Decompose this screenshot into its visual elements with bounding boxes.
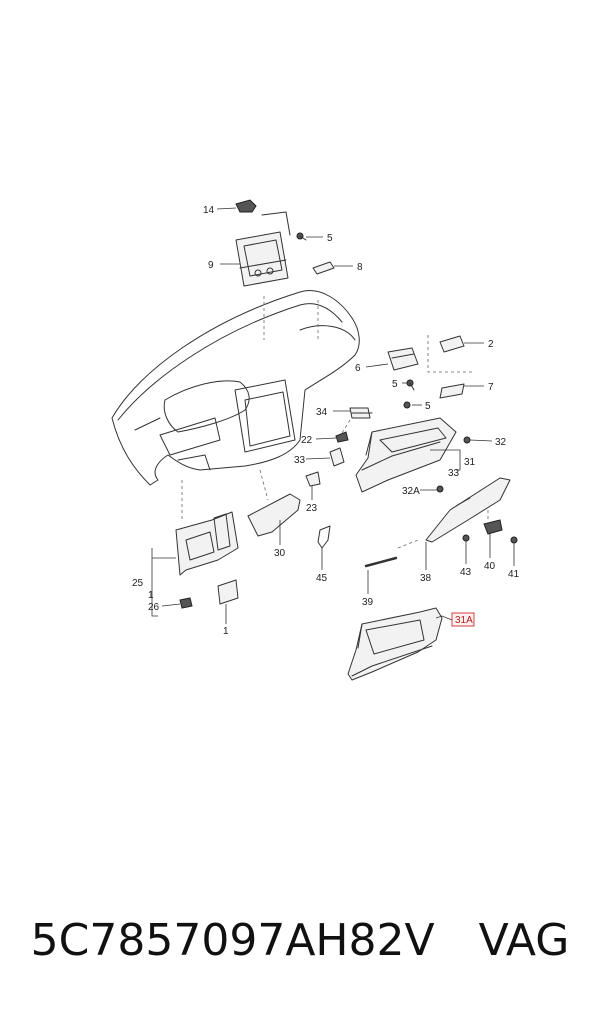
callout-14: 14	[203, 205, 215, 216]
callout-5: 5	[327, 233, 333, 244]
callout-5: 5	[392, 379, 398, 390]
screw-parts	[296, 232, 415, 409]
callout-33: 33	[448, 468, 460, 479]
glovebox-housing	[355, 417, 457, 493]
callout-25: 25	[132, 578, 144, 589]
part-30-trim	[247, 493, 301, 537]
part-32	[463, 436, 471, 444]
callout-34: 34	[316, 407, 328, 418]
callout-31: 31	[464, 457, 476, 468]
part-31a-glovebox	[347, 607, 443, 681]
part-43-screw	[462, 534, 470, 542]
part-2-cover	[439, 335, 465, 353]
callout-39: 39	[362, 597, 374, 608]
callout-9: 9	[208, 260, 214, 271]
part-1-cover	[217, 579, 239, 605]
callout-5: 5	[425, 401, 431, 412]
callout-32: 32	[495, 437, 507, 448]
callout-2: 2	[488, 339, 494, 350]
leader-lines	[151, 207, 515, 624]
callout-32a: 32A	[402, 486, 420, 497]
part-45-bracket	[317, 525, 331, 549]
callout-31a-highlight-box	[451, 612, 475, 627]
part-34-bolt	[349, 407, 373, 419]
callout-6: 6	[355, 363, 361, 374]
callout-43: 43	[460, 567, 472, 578]
callout-33: 33	[294, 455, 306, 466]
part-7-cover	[439, 383, 465, 399]
part-number: 5C7857097AH82V	[30, 914, 435, 966]
footer: 5C7857097AH82V VAG	[0, 905, 600, 975]
part-26-screw	[179, 597, 193, 609]
callout-26: 26	[148, 602, 160, 613]
callout-23: 23	[306, 503, 318, 514]
part-25-side-panel	[175, 511, 239, 576]
callout-8: 8	[357, 262, 363, 273]
part-41-screw	[510, 536, 518, 544]
part-22	[335, 431, 349, 443]
callout-41: 41	[508, 569, 520, 580]
callout-40: 40	[484, 561, 496, 572]
callout-31a: 31A	[455, 615, 473, 626]
dashboard-panel	[111, 290, 360, 486]
part-14-clip	[235, 199, 257, 213]
callout-labels: 14 5 9 8 2 6 5 7 34 5 22 32 33 31 33 32A…	[132, 205, 520, 637]
callout-1: 1	[148, 590, 154, 601]
radio-display-unit	[235, 211, 291, 287]
brand-label: VAG	[478, 914, 570, 966]
callout-7: 7	[488, 382, 494, 393]
part-6-vent	[387, 347, 419, 371]
part-33	[329, 447, 345, 467]
part-32a	[436, 485, 444, 493]
callout-38: 38	[420, 573, 432, 584]
part-40-latch	[483, 519, 503, 535]
callout-22: 22	[301, 435, 313, 446]
callout-45: 45	[316, 573, 328, 584]
part-23	[305, 471, 321, 487]
part-39-rod	[364, 556, 398, 568]
callout-1: 1	[223, 626, 229, 637]
part-8-trim-strip	[312, 261, 335, 275]
callout-30: 30	[274, 548, 286, 559]
